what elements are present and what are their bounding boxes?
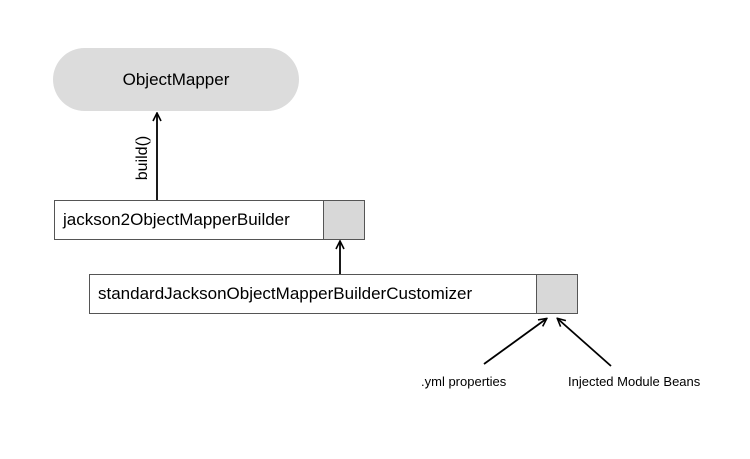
- builder-label: jackson2ObjectMapperBuilder: [63, 210, 290, 229]
- object-mapper-node: ObjectMapper: [53, 48, 299, 111]
- customizer-node: standardJacksonObjectMapperBuilderCustom…: [89, 274, 578, 314]
- builder-slot: [323, 200, 365, 240]
- customizer-label: standardJacksonObjectMapperBuilderCustom…: [98, 284, 473, 303]
- customizer-slot: [536, 274, 578, 314]
- build-label: build(): [134, 135, 151, 181]
- object-mapper-label: ObjectMapper: [122, 69, 230, 89]
- module-beans-arrow: [558, 319, 612, 367]
- builder-node: jackson2ObjectMapperBuilder: [54, 200, 365, 240]
- yml-properties-label: .yml properties: [421, 374, 507, 389]
- module-beans-label: Injected Module Beans: [568, 374, 701, 389]
- yml-properties-arrow: [483, 319, 546, 365]
